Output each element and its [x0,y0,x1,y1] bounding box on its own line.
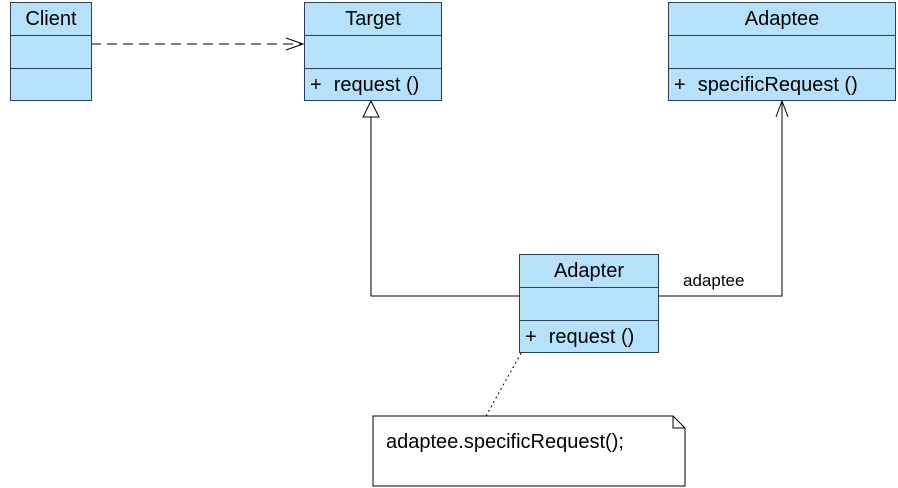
class-adaptee-name-compartment: Adaptee [669,3,895,35]
class-client-name: Client [25,8,77,30]
class-adaptee-attributes-compartment [669,35,895,68]
association-open-arrowhead [775,99,789,118]
class-adapter-name-compartment: Adapter [520,255,658,287]
class-target-attributes-compartment [305,35,441,68]
operation-name: specificRequest () [697,74,858,96]
class-adapter-name: Adapter [553,260,625,282]
class-client-name-compartment: Client [11,3,91,35]
class-adaptee-operation: + specificRequest () [669,69,895,101]
class-adapter-attributes-compartment [520,287,658,320]
note-fold [672,416,685,429]
class-target-name-compartment: Target [305,3,441,35]
class-adaptee-operations-compartment: + specificRequest () [669,68,895,101]
class-client-operations-compartment [11,68,91,101]
class-target-operations-compartment: + request () [305,68,441,101]
class-target-operation: + request () [305,69,441,101]
operation-visibility: + [674,74,686,96]
generalization-hollow-triangle [362,99,380,118]
note-text: adaptee.specificRequest(); [386,431,624,453]
association-label-adaptee: adaptee [683,271,745,290]
class-adapter-operation: + request () [520,321,658,353]
class-target[interactable]: Target + request () [304,2,442,101]
adapter-adaptee-association-line [658,101,783,297]
operation-visibility: + [310,74,322,96]
class-adapter-operations-compartment: + request () [520,320,658,353]
class-adaptee-name: Adaptee [744,8,820,30]
class-target-name: Target [345,8,401,30]
adapter-target-generalization-line [370,116,519,297]
operation-name: request () [333,74,420,96]
operation-visibility: + [525,326,537,348]
class-adapter[interactable]: Adapter + request () [519,254,659,353]
class-adaptee[interactable]: Adaptee + specificRequest () [668,2,896,101]
class-client-attributes-compartment [11,35,91,68]
note-shape [372,415,686,487]
operation-name: request () [548,326,635,348]
dependency-open-arrowhead [285,37,305,51]
class-client[interactable]: Client [10,2,92,101]
